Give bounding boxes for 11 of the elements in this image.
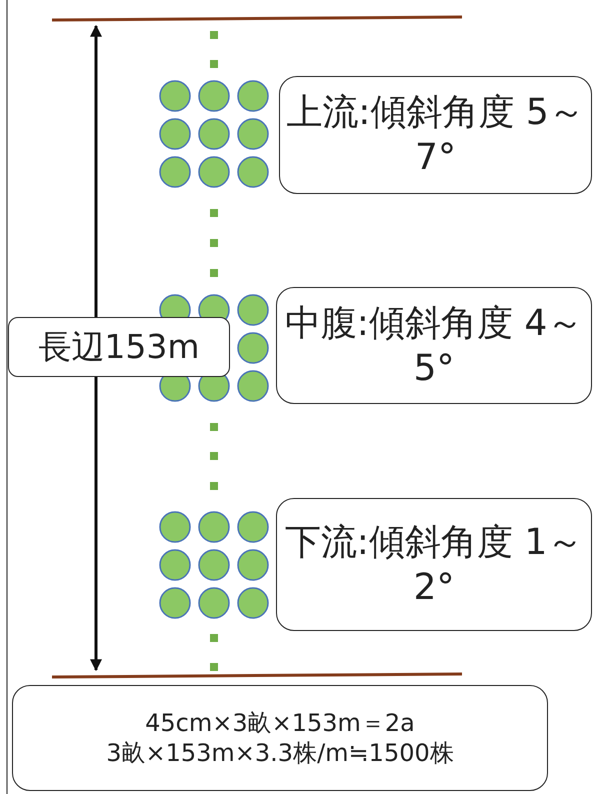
label-text: 下流:傾斜角度 1～2° xyxy=(284,520,584,610)
label-text: 45cm×3畝×153m＝2a xyxy=(145,708,415,738)
label-text: 長辺153m xyxy=(38,326,200,368)
length-label-box xyxy=(8,317,230,377)
slope-label-box xyxy=(276,498,592,631)
label-text: 3畝×153m×3.3株/m≒1500株 xyxy=(106,738,454,768)
slope-label-box xyxy=(279,76,592,194)
label-text: 中腹:傾斜角度 4～5° xyxy=(284,302,584,390)
formula-box xyxy=(12,685,548,791)
slope-label-box xyxy=(276,287,592,404)
label-text: 上流:傾斜角度 5～7° xyxy=(285,91,586,180)
